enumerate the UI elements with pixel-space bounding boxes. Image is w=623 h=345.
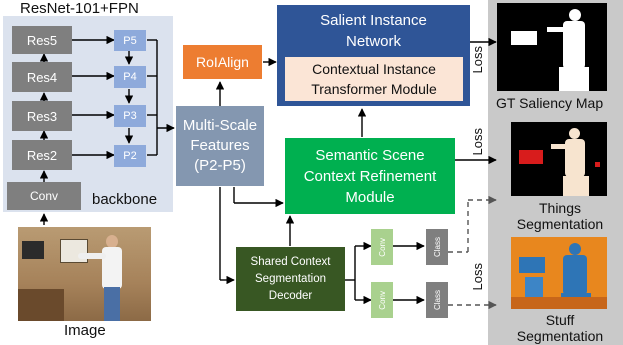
loss-text-3: Loss [470,263,485,291]
multi-scale-features-block: Multi-Scale Features (P2-P5) [176,106,264,186]
person-arm [78,253,106,259]
things-conv-label: Conv [377,237,387,257]
backbone-label: backbone [92,191,158,208]
saliency-person-body [563,21,585,69]
loss-label-things: Loss [470,128,485,158]
things-segmentation-image [511,122,607,196]
input-image [18,227,151,321]
decoder-line3: Decoder [268,289,313,302]
loss-label-saliency: Loss [470,46,485,76]
res3-label: Res3 [26,108,58,124]
stuff-conv-label: Conv [377,290,387,310]
stem-conv-block: Conv [7,182,81,210]
features-line2: Features [190,137,250,154]
res4-label: Res4 [26,69,58,85]
frame-picture [60,239,88,263]
cabinet [18,289,64,321]
stuff-class-head: Class [426,282,448,318]
stuff-blue-person-body [563,255,587,295]
features-line3: (P2-P5) [194,157,246,174]
things-class-label: Class [432,236,442,257]
semantic-scene-refinement-block: Semantic Scene Context Refinement Module [285,138,455,214]
contextual-instance-transformer-block: Contextual Instance Transformer Module [285,57,463,101]
res5-block: Res5 [12,26,72,54]
things-person-head [569,128,580,139]
stuff-label-line2: Segmentation [516,328,604,344]
shared-decoder-block: Shared Context Segmentation Decoder [236,247,345,311]
stem-conv-label: Conv [29,189,58,203]
saliency-person-head [569,9,581,21]
res2-block: Res2 [12,140,72,170]
roialign-block: RoIAlign [183,45,262,79]
saliency-person-legs [559,67,589,91]
things-class-head: Class [426,229,448,265]
res3-block: Res3 [12,101,72,131]
things-label-line1: Things [538,200,582,216]
decoder-line1: Shared Context [250,255,331,268]
p3-label: P3 [123,110,137,122]
gt-saliency-map-image [497,3,607,91]
decoder-line2: Segmentation [255,272,326,285]
saliency-object [511,31,537,45]
stuff-conv-head: Conv [371,282,393,318]
things-conv-head: Conv [371,229,393,265]
things-red-dot [595,162,600,167]
transformer-line2: Transformer Module [311,81,437,97]
loss-label-stuff: Loss [470,263,485,293]
res4-block: Res4 [12,62,72,92]
gt-saliency-label: GT Saliency Map [496,95,604,111]
roialign-label: RoIAlign [196,54,249,70]
stuff-blue-person-head [569,243,581,255]
stuff-segmentation-image [511,237,607,309]
stuff-blue-shelf [525,277,543,297]
person-body [102,247,122,289]
stuff-floor [511,297,607,309]
backbone-title: ResNet-101+FPN [20,0,139,17]
p4-block: P4 [114,66,146,88]
things-person-legs [563,176,589,196]
person-legs [104,287,120,321]
tv-screen [22,241,44,259]
things-label-line2: Segmentation [516,216,604,232]
things-person-arm [551,144,567,149]
things-person-body [565,139,585,177]
res5-label: Res5 [26,32,58,48]
person-head [106,235,118,248]
things-red-object [519,150,543,164]
p3-block: P3 [114,105,146,127]
res2-label: Res2 [26,147,58,163]
stuff-blue-object [519,257,545,273]
saliency-person-arm [547,27,565,32]
features-line1: Multi-Scale [182,117,258,134]
image-label: Image [64,322,106,339]
semantic-line2: Context Refinement [303,167,437,185]
salient-line1: Salient Instance [320,12,427,29]
stuff-label-line1: Stuff [545,312,575,328]
loss-text-1: Loss [470,46,485,74]
semantic-line1: Semantic Scene [315,146,425,164]
semantic-line3: Module [345,188,395,206]
salient-line2: Network [345,33,401,50]
p5-label: P5 [123,34,137,47]
transformer-line1: Contextual Instance [312,61,436,77]
p2-label: P2 [123,150,137,162]
loss-text-2: Loss [470,128,485,156]
p5-block: P5 [114,30,146,51]
stuff-class-label: Class [432,289,442,310]
p2-block: P2 [114,145,146,167]
p4-label: P4 [123,71,137,83]
